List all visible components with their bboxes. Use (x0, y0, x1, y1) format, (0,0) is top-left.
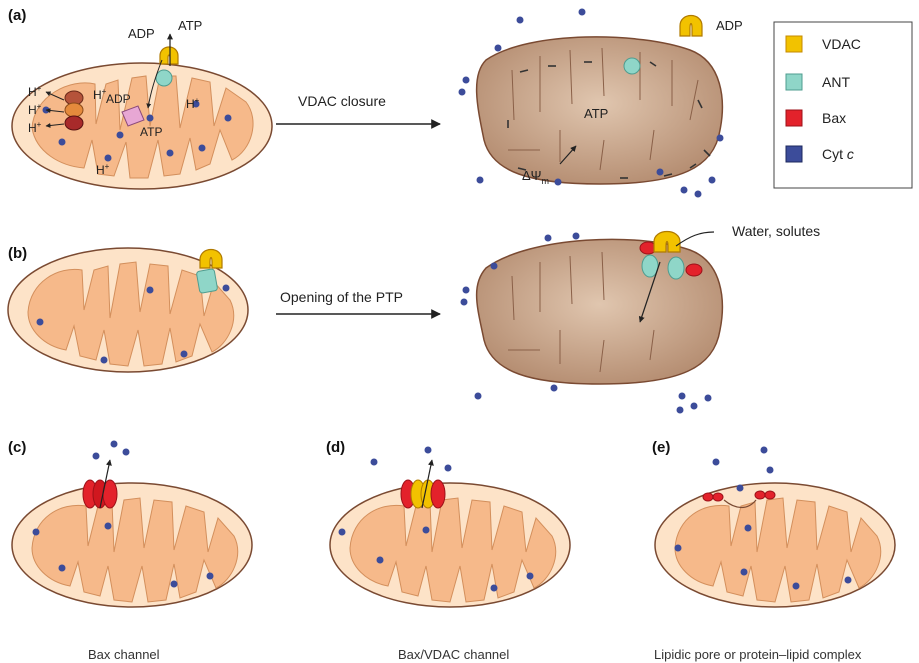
mito-a-left (12, 34, 272, 189)
adp-label: ADP (128, 26, 155, 41)
mito-a-right-swollen (477, 16, 723, 185)
mito-d (330, 447, 570, 608)
panel-label-d: (d) (326, 439, 345, 456)
legend-swatch-cyt-c (786, 146, 802, 162)
panel-label-c: (c) (8, 439, 26, 456)
caption-bax-vdac-channel: Bax/VDAC channel (398, 647, 509, 662)
opening-ptp-label: Opening of the PTP (280, 289, 403, 305)
inner-adp-label: ADP (106, 92, 131, 106)
atp-label: ATP (178, 18, 202, 33)
caption-lipidic-pore: Lipidic pore or protein–lipid complex (654, 647, 862, 662)
bax-channel-icon (83, 480, 117, 508)
legend-label-vdac: VDAC (822, 36, 861, 52)
inner-atp-label: ATP (140, 125, 162, 139)
water-solutes-label: Water, solutes (732, 223, 820, 239)
panel-label-b: (b) (8, 245, 27, 262)
mito-c (12, 441, 252, 608)
legend-label-bax: Bax (822, 110, 846, 126)
legend-label-ant: ANT (822, 74, 850, 90)
caption-bax-channel: Bax channel (88, 647, 160, 662)
mito-b-left (8, 248, 248, 372)
legend-label-cyt-c: Cyt c (822, 146, 854, 162)
right-atp-label: ATP (584, 106, 608, 121)
ant-icon (624, 58, 640, 74)
legend-swatch-ant (786, 74, 802, 90)
legend-swatch-vdac (786, 36, 802, 52)
panel-label-e: (e) (652, 439, 670, 456)
legend: VDAC ANT Bax Cyt c (774, 22, 912, 188)
legend-swatch-bax (786, 110, 802, 126)
panel-label-a: (a) (8, 7, 26, 24)
mito-e (655, 447, 895, 608)
vdac-closure-label: VDAC closure (298, 93, 386, 109)
vdac-icon (680, 16, 702, 37)
mito-b-right-swollen (477, 232, 723, 385)
right-adp-label: ADP (716, 18, 743, 33)
